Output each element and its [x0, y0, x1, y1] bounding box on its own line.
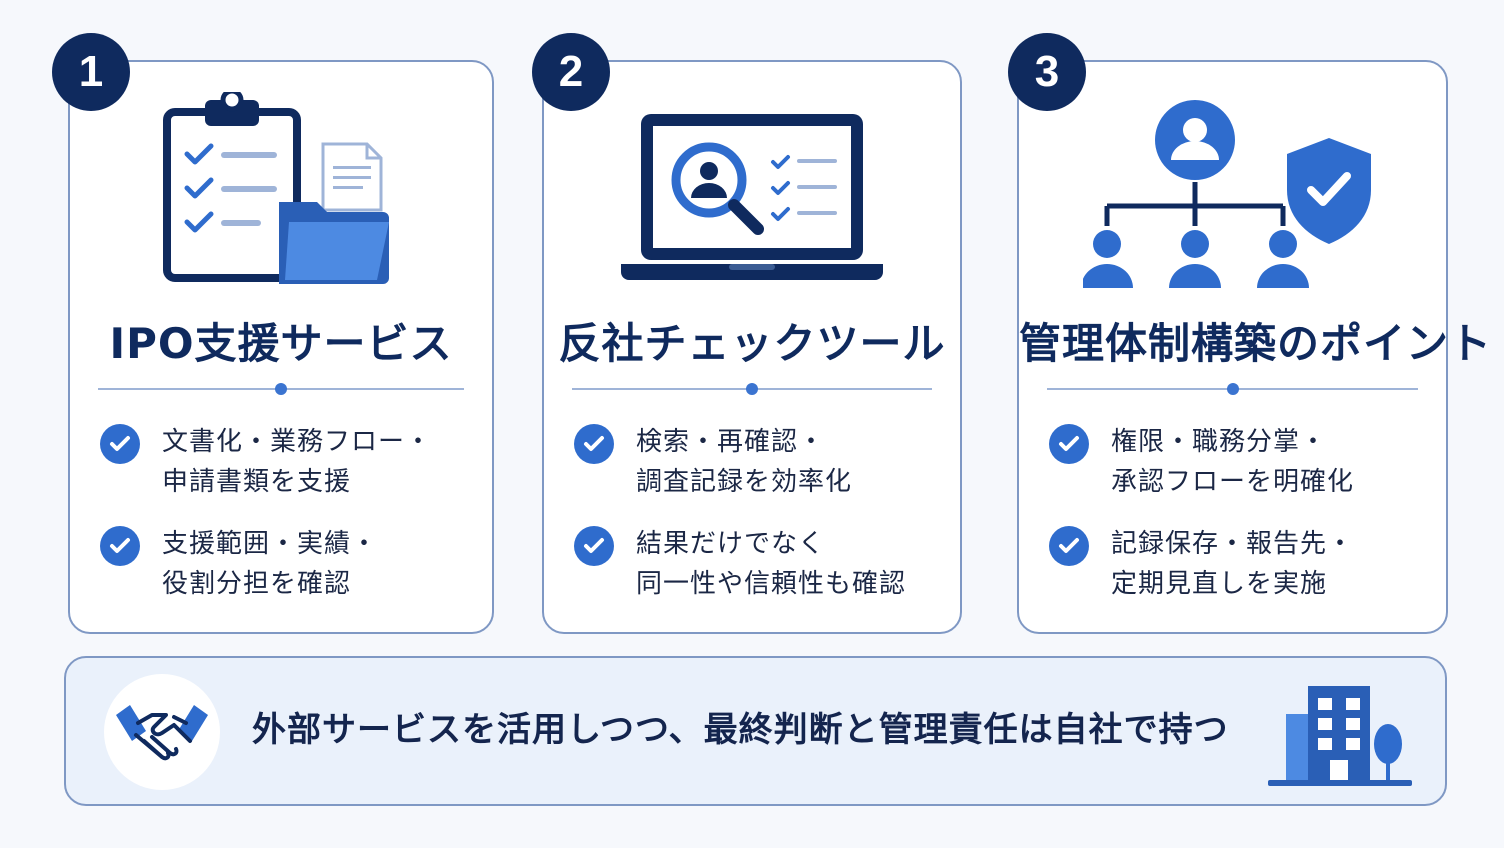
item-line: 同一性や信頼性も確認 — [636, 569, 907, 599]
item-text: 支援範囲・実績・ 役割分担を確認 — [162, 524, 378, 604]
item-text: 権限・職務分掌・ 承認フローを明確化 — [1111, 422, 1354, 502]
item-text: 記録保存・報告先・ 定期見直しを実施 — [1111, 524, 1354, 604]
handshake-icon — [104, 674, 220, 790]
office-building-icon — [1266, 682, 1416, 792]
divider — [98, 383, 464, 395]
item-line: 支援範囲・実績・ — [162, 529, 379, 559]
check-icon — [574, 526, 614, 566]
item-line: 承認フローを明確化 — [1111, 467, 1355, 497]
card-title: 反社チェックツール — [558, 319, 946, 368]
step-number-badge: 1 — [52, 33, 130, 111]
list-item: 記録保存・報告先・ 定期見直しを実施 — [1049, 524, 1432, 604]
list-item: 検索・再確認・ 調査記録を効率化 — [574, 422, 946, 502]
item-line: 記録保存・報告先・ — [1111, 529, 1355, 559]
divider-dot — [1226, 383, 1239, 395]
divider — [572, 383, 932, 395]
list-item: 権限・職務分掌・ 承認フローを明確化 — [1049, 422, 1432, 502]
item-line: 文書化・業務フロー・ — [162, 427, 433, 457]
step-number-badge: 2 — [532, 33, 610, 111]
check-icon — [574, 424, 614, 464]
check-icon — [1049, 526, 1089, 566]
list-item: 結果だけでなく 同一性や信頼性も確認 — [574, 524, 946, 604]
summary-banner: 外部サービスを活用しつつ、最終判断と管理責任は自社で持つ — [64, 656, 1447, 806]
banner-text: 外部サービスを活用しつつ、最終判断と管理責任は自社で持つ — [252, 710, 1229, 750]
item-line: 役割分担を確認 — [162, 569, 352, 599]
card-ipo-support: IPO支援サービス 文書化・業務フロー・ 申請書類を支援 支援範囲・実績・ 役割… — [68, 60, 494, 634]
item-line: 申請書類を支援 — [162, 467, 352, 497]
item-line: 結果だけでなく — [636, 529, 826, 559]
check-icon — [100, 424, 140, 464]
check-icon — [100, 526, 140, 566]
item-line: 調査記録を効率化 — [636, 467, 853, 497]
card-title: 管理体制構築のポイント — [1019, 319, 1493, 368]
list-item: 文書化・業務フロー・ 申請書類を支援 — [100, 422, 478, 502]
card-title: IPO支援サービス — [109, 319, 453, 368]
divider — [1047, 383, 1418, 395]
item-line: 権限・職務分掌・ — [1111, 427, 1328, 457]
item-text: 結果だけでなく 同一性や信頼性も確認 — [636, 524, 906, 604]
laptop-search-icon — [544, 92, 960, 312]
item-line: 検索・再確認・ — [636, 427, 826, 457]
item-text: 文書化・業務フロー・ 申請書類を支援 — [162, 422, 432, 502]
divider-dot — [746, 383, 758, 395]
card-antisocial-check-tool: 反社チェックツール 検索・再確認・ 調査記録を効率化 結果だけでなく 同一性や信… — [542, 60, 962, 634]
clipboard-folder-icon — [70, 92, 492, 312]
divider-dot — [275, 383, 287, 395]
org-chart-shield-icon — [1019, 92, 1446, 312]
card-management-system: 管理体制構築のポイント 権限・職務分掌・ 承認フローを明確化 記録保存・報告先・… — [1017, 60, 1493, 634]
item-text: 検索・再確認・ 調査記録を効率化 — [636, 422, 852, 502]
check-icon — [1049, 424, 1089, 464]
step-number-badge: 3 — [1008, 33, 1086, 111]
list-item: 支援範囲・実績・ 役割分担を確認 — [100, 524, 478, 604]
item-line: 定期見直しを実施 — [1111, 569, 1328, 599]
